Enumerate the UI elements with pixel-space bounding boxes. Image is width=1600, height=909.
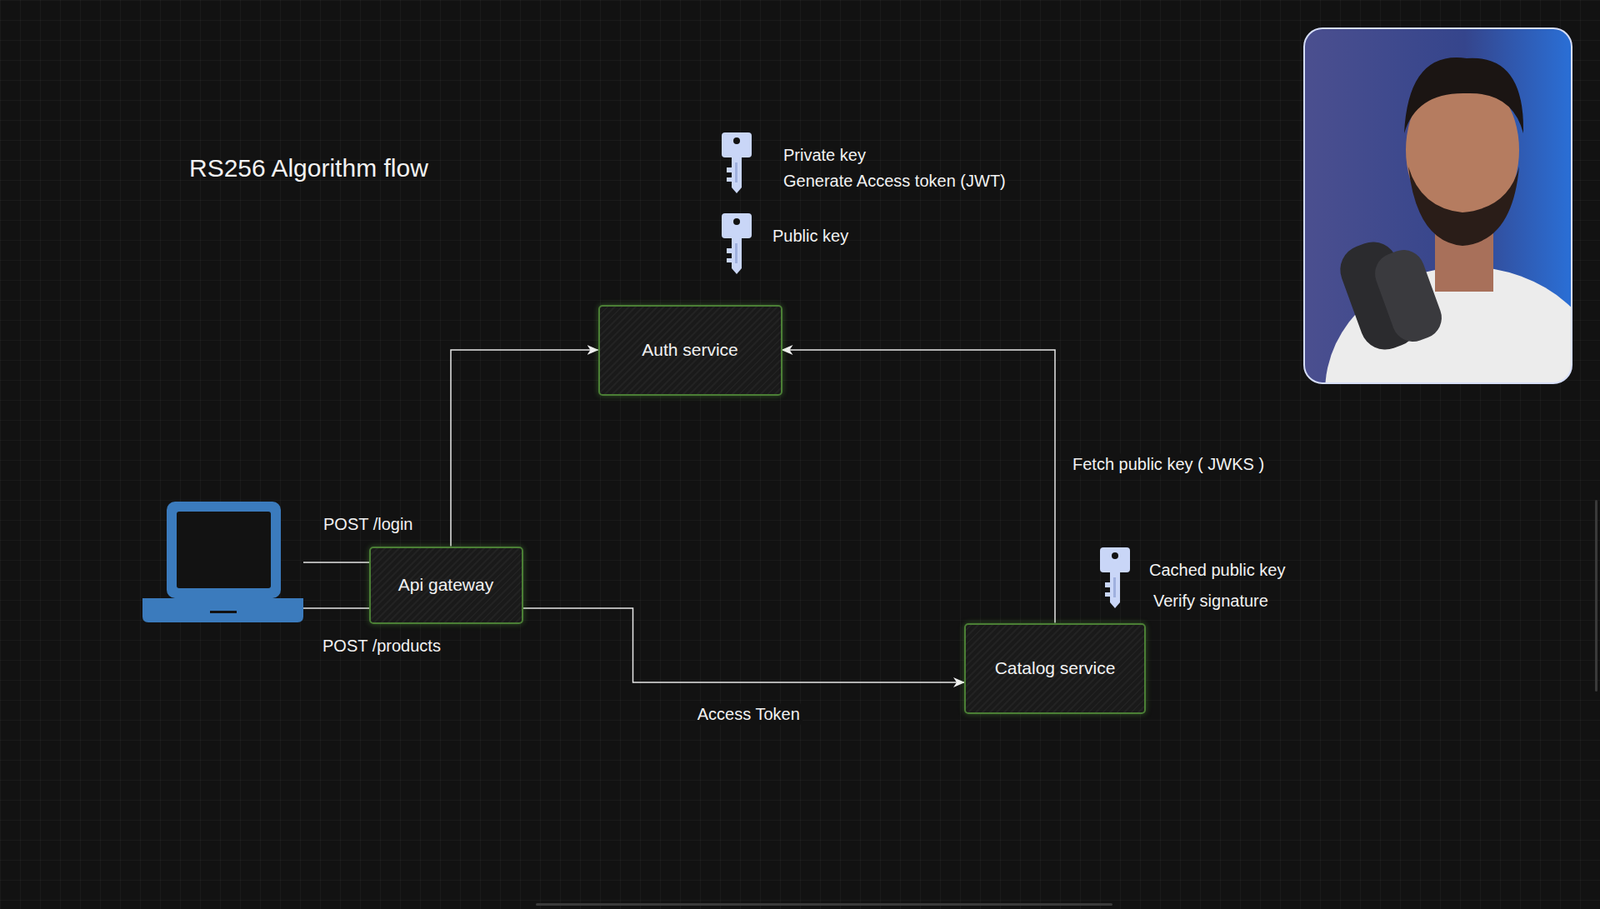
client-line — [303, 607, 370, 610]
service-box: Api gateway — [369, 546, 524, 625]
key-icon — [1100, 547, 1130, 609]
annotation-text: Private key — [780, 145, 869, 166]
webcam-overlay — [1304, 28, 1600, 517]
annotation-text: Verify signature — [1150, 590, 1271, 612]
connector-arrow — [450, 350, 599, 547]
service-box: Auth service — [598, 305, 783, 396]
box-label: Catalog service — [995, 658, 1116, 679]
annotation-text: Cached public key — [1146, 560, 1288, 581]
box-label: Api gateway — [398, 575, 494, 595]
laptop-icon — [142, 501, 304, 623]
service-box: Catalog service — [964, 623, 1146, 715]
annotation-text: Generate Access token (JWT) — [780, 170, 1009, 192]
box-label: Auth service — [641, 340, 739, 360]
annotation-text: POST /products — [320, 635, 444, 657]
annotation-text: POST /login — [320, 514, 415, 535]
diagram-title: RS256 Algorithm flow — [186, 153, 431, 184]
edge-label: Access Token — [695, 704, 803, 725]
scrollbar — [1595, 500, 1598, 692]
connector-arrow — [782, 350, 1056, 624]
connector-arrow — [523, 608, 965, 683]
client-line — [303, 561, 370, 564]
scrollbar — [535, 903, 1113, 906]
key-icon — [721, 213, 752, 275]
annotation-text: Public key — [770, 225, 851, 247]
key-icon — [721, 132, 752, 194]
edge-label: Fetch public key ( JWKS ) — [1070, 453, 1267, 475]
